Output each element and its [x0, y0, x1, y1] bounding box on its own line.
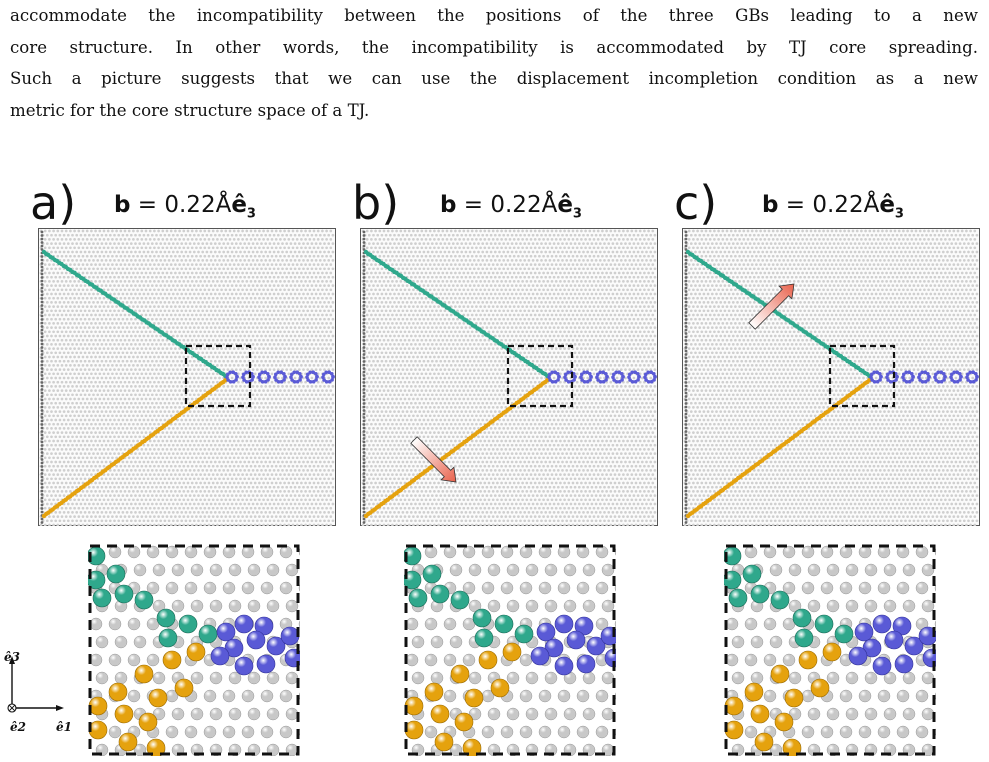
migration-arrow [410, 436, 457, 483]
zoom-region-box [184, 344, 252, 408]
axis-label-e1: ê1 [56, 720, 72, 734]
inset-dashed-frame [404, 544, 616, 756]
zoom-region-box [828, 344, 896, 408]
gb-green-atoms [41, 249, 228, 379]
panel-label: a) [30, 176, 77, 230]
paragraph-line-4: metric for the core structure space of a… [10, 100, 370, 120]
axis-label-e2: ê2 [10, 720, 26, 734]
gb-blue-atoms [225, 370, 335, 384]
panel-b: b) b = 0.22Åê3 [350, 180, 680, 762]
gb-blue-atoms [547, 370, 657, 384]
bulk-lattice [361, 229, 657, 526]
core-zoom-inset [88, 544, 300, 756]
panel-c: c) b = 0.22Åê3 [672, 180, 989, 762]
inset-atoms [404, 545, 616, 756]
axis-triad [7, 656, 64, 713]
gb-green-atoms [685, 249, 872, 379]
migration-arrow [748, 283, 795, 330]
core-zoom-inset [404, 544, 616, 756]
inset-atoms [88, 545, 300, 756]
left-edge-atoms [362, 230, 366, 524]
gb-orange-atoms [41, 378, 228, 519]
gb-green-atoms [363, 249, 550, 379]
burgers-vector-label: b = 0.22Åê3 [440, 192, 582, 222]
gb-orange-atoms [685, 378, 872, 519]
inset-atoms [724, 545, 936, 756]
tj-atom-map [682, 228, 980, 526]
left-edge-atoms [40, 230, 44, 524]
inset-dashed-frame [88, 544, 300, 756]
tj-atom-map [38, 228, 336, 526]
core-zoom-inset [724, 544, 936, 756]
burgers-vector-label: b = 0.22Åê3 [762, 192, 904, 222]
panel-label: b) [352, 176, 400, 230]
bulk-lattice [39, 229, 335, 526]
left-edge-atoms [684, 230, 688, 524]
gb-blue-atoms [869, 370, 979, 384]
inset-dashed-frame [724, 544, 936, 756]
panel-label: c) [674, 176, 718, 230]
tj-atom-map [360, 228, 658, 526]
panel-a: a) b = 0.22Åê3 [28, 180, 358, 762]
figure: ê3 ê2 ê1 a) b = 0.22Åê3 b) b = 0.22Åê3 c… [0, 180, 989, 762]
zoom-region-box [506, 344, 574, 408]
paragraph-line-2: core structure. In other words, the inco… [10, 37, 978, 57]
body-paragraph: accommodate the incompatibility between … [10, 0, 978, 126]
paragraph-line-3: Such a picture suggests that we can use … [10, 69, 978, 88]
axis-label-e3: ê3 [4, 650, 20, 664]
burgers-vector-label: b = 0.22Åê3 [114, 192, 256, 222]
paragraph-line-1: accommodate the incompatibility between … [10, 6, 978, 25]
